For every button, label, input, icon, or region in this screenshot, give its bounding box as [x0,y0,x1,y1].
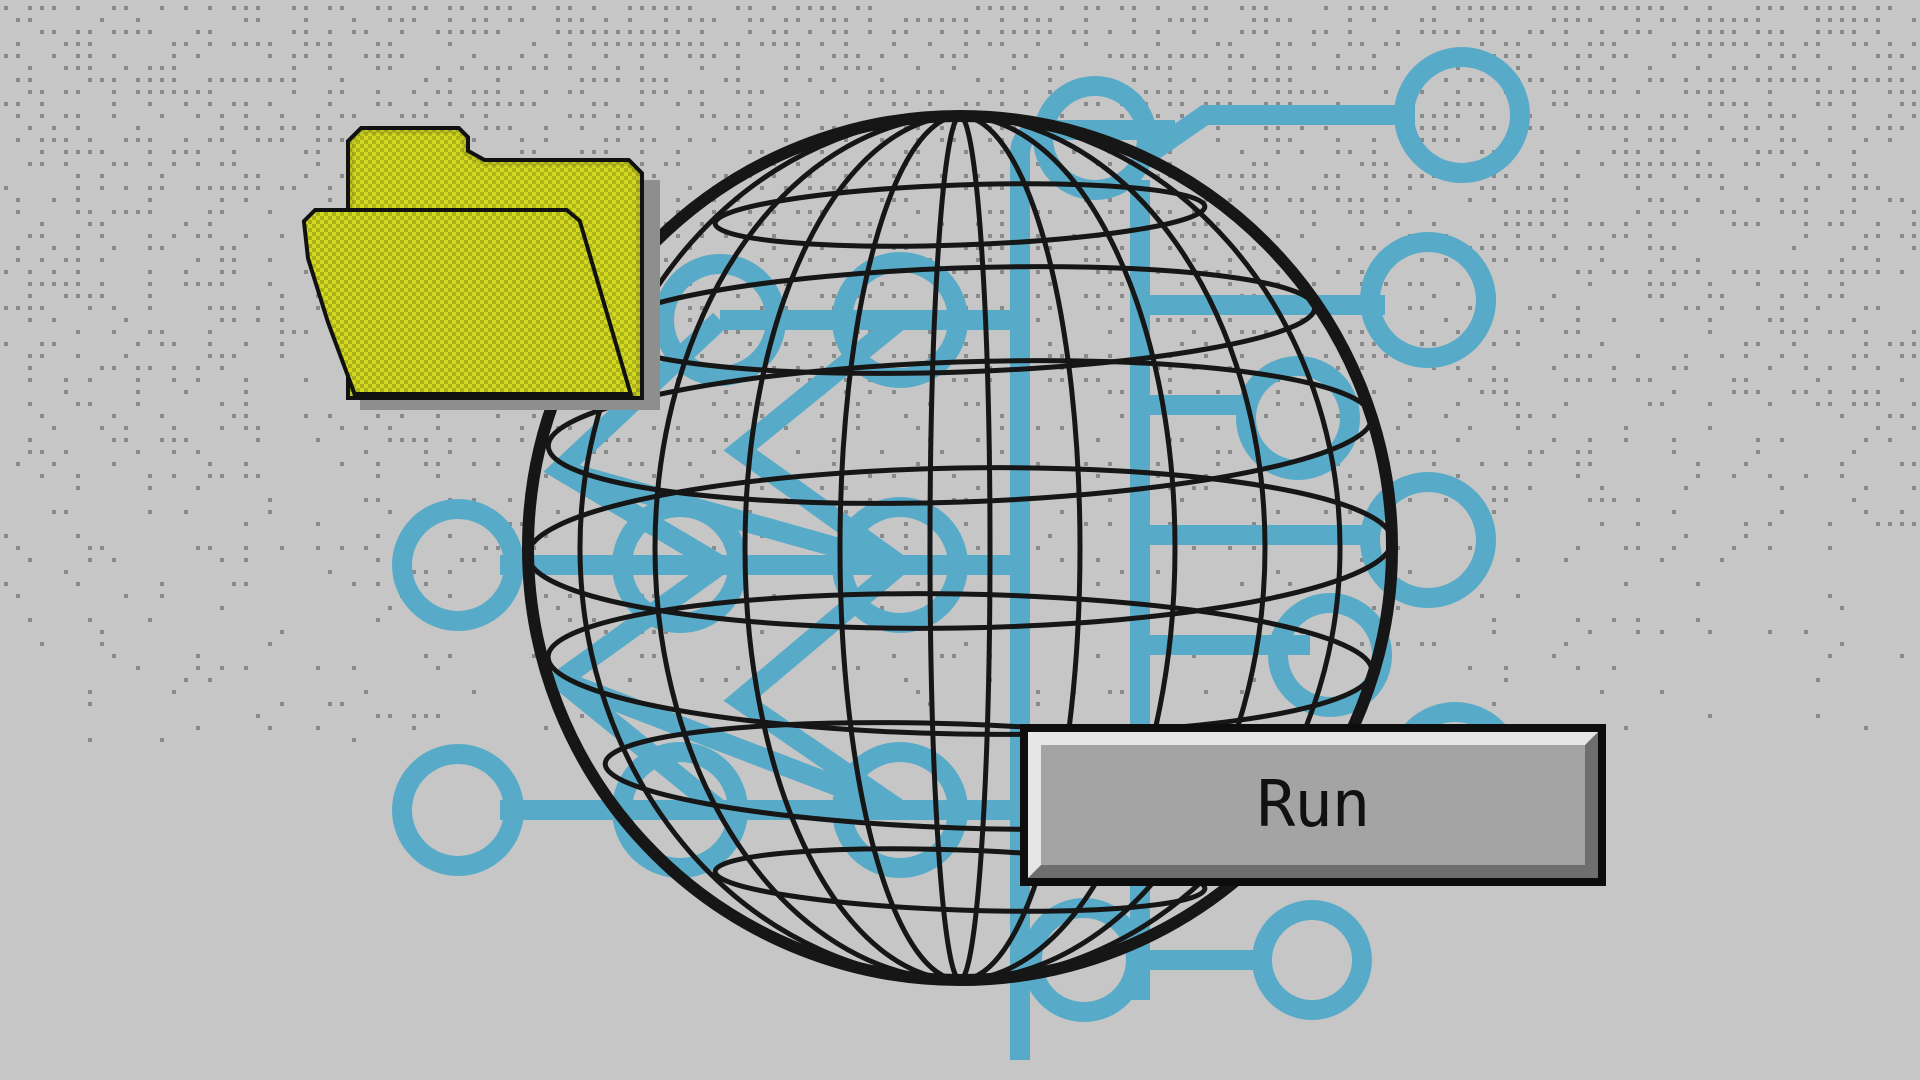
run-button-label: Run [1256,768,1371,842]
run-button-face: Run [1028,732,1598,878]
globe-icon [522,110,1398,986]
folder-icon [301,126,660,410]
globe-longitudes [577,113,1343,983]
run-button[interactable]: Run [1020,724,1606,886]
